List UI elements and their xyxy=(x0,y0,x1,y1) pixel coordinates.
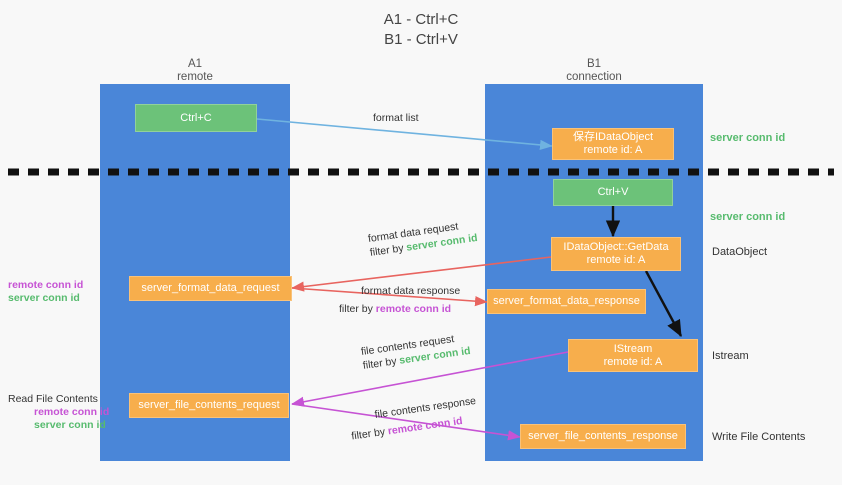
node-save-idataobject[interactable]: 保存IDataObject remote id: A xyxy=(552,128,674,160)
annotation-right-istream: Istream xyxy=(712,350,749,362)
annotation-right-write: Write File Contents xyxy=(712,431,806,443)
annotation-left-format: remote conn id server conn id xyxy=(8,279,83,305)
edge-label-format-data-request: format data request filter by server con… xyxy=(367,217,478,260)
node-ctrl-c[interactable]: Ctrl+C xyxy=(135,104,257,132)
edge-format-list-text: format list xyxy=(373,112,419,124)
node-save-idataobject-line1: 保存IDataObject xyxy=(572,131,654,143)
annotation-right-second-conn: server conn id xyxy=(710,211,786,223)
edge-format-data-response-filter: filter by remote conn id xyxy=(339,302,460,316)
node-format-data-response-label: server_format_data_response xyxy=(493,295,640,307)
node-istream[interactable]: IStream remote id: A xyxy=(568,339,698,372)
page-title: A1 - Ctrl+C B1 - Ctrl+V xyxy=(0,10,842,50)
lane-a1-role: remote xyxy=(177,71,213,83)
title-line-1: A1 - Ctrl+C xyxy=(383,11,459,28)
annotation-right-dataobject: DataObject xyxy=(712,246,768,258)
node-getdata[interactable]: IDataObject::GetData remote id: A xyxy=(551,237,681,271)
filter-prefix: filter by xyxy=(369,241,408,259)
node-format-data-request-label: server_format_data_request xyxy=(141,282,280,294)
filter-prefix: filter by xyxy=(339,303,376,315)
node-getdata-line1: IDataObject::GetData xyxy=(563,241,669,253)
edge-file-contents-response-filter: filter by remote conn id xyxy=(351,412,480,444)
node-file-contents-request[interactable]: server_file_contents_request xyxy=(129,393,289,418)
node-file-contents-response-label: server_file_contents_response xyxy=(528,430,678,442)
filter-prefix: filter by xyxy=(350,425,389,443)
edge-format-data-response-line1: format data response xyxy=(361,285,461,297)
node-istream-line1: IStream xyxy=(613,342,653,355)
lane-header-a1: A1 remote xyxy=(100,58,290,84)
edge-label-file-contents-response: file contents response filter by remote … xyxy=(351,394,480,443)
node-istream-line2: remote id: A xyxy=(603,355,663,368)
title-line-2: B1 - Ctrl+V xyxy=(384,31,458,48)
node-getdata-line2: remote id: A xyxy=(586,254,646,266)
filter-prefix: filter by xyxy=(362,354,401,372)
annotation-left-file-server: server conn id xyxy=(34,419,106,431)
edge-label-format-data-response: format data response filter by remote co… xyxy=(339,284,461,316)
edge-label-format-list: format list xyxy=(373,111,419,125)
node-ctrl-v[interactable]: Ctrl+V xyxy=(553,179,673,206)
annotation-left-format-remote: remote conn id xyxy=(8,279,84,291)
lane-a1-name: A1 xyxy=(187,58,203,70)
lane-b1-name: B1 xyxy=(586,58,602,70)
annotation-left-file-remote: remote conn id xyxy=(34,406,110,418)
node-format-data-request[interactable]: server_format_data_request xyxy=(129,276,292,301)
annotation-left-format-server: server conn id xyxy=(8,292,80,304)
node-format-data-response[interactable]: server_format_data_response xyxy=(487,289,646,314)
node-save-idataobject-line2: remote id: A xyxy=(583,144,643,156)
annotation-left-file: Read File Contents remote conn id server… xyxy=(8,393,109,432)
annotation-left-file-heading: Read File Contents xyxy=(8,393,98,405)
node-file-contents-response[interactable]: server_file_contents_response xyxy=(520,424,686,449)
node-ctrl-v-label: Ctrl+V xyxy=(597,186,629,198)
edge-label-file-contents-request: file contents request filter by server c… xyxy=(360,330,471,373)
annotation-right-top-conn: server conn id xyxy=(710,132,786,144)
lane-header-b1: B1 connection xyxy=(485,58,703,84)
filter-token-remote: remote conn id xyxy=(375,303,452,315)
node-ctrl-c-label: Ctrl+C xyxy=(180,111,212,124)
node-file-contents-request-label: server_file_contents_request xyxy=(138,399,280,411)
lane-b1-role: connection xyxy=(566,71,622,83)
